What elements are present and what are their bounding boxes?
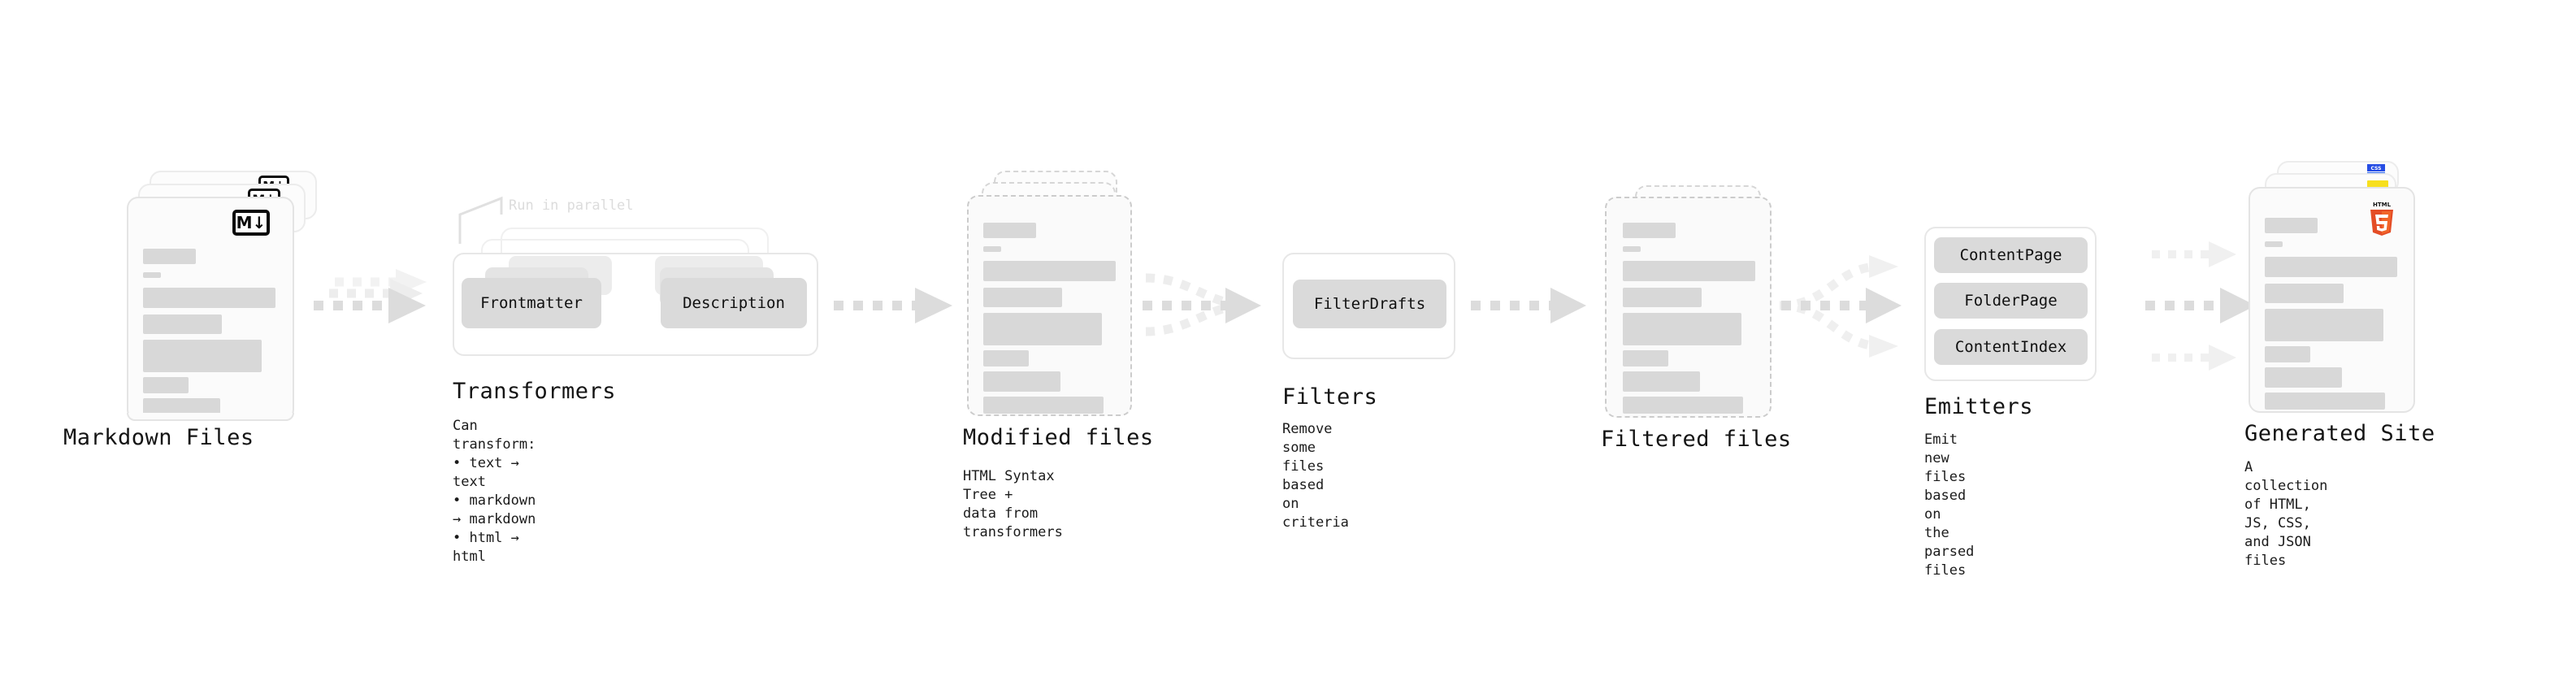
skeleton-bar bbox=[2265, 346, 2310, 362]
filters-pill-filterdrafts[interactable]: FilterDrafts bbox=[1293, 280, 1446, 328]
filtered-card-front bbox=[1605, 197, 1772, 418]
skeleton-bar bbox=[983, 371, 1060, 392]
arrow-markdown-to-transformers bbox=[314, 269, 427, 323]
skeleton-bar bbox=[1623, 397, 1743, 414]
skeleton-bar bbox=[1623, 261, 1755, 281]
skeleton-bar bbox=[983, 288, 1062, 307]
run-in-parallel-bracket bbox=[458, 196, 503, 244]
skeleton-bar bbox=[143, 340, 262, 372]
skeleton-bar bbox=[983, 261, 1116, 281]
skeleton-bar bbox=[1623, 246, 1641, 252]
stage-desc-emitters: Emit new files based on the parsed files bbox=[1924, 432, 1975, 579]
stage-title-generated-site: Generated Site bbox=[2244, 421, 2435, 446]
skeleton-bar bbox=[983, 397, 1104, 414]
arrow-modified-to-filters bbox=[1143, 273, 1261, 336]
markdown-card-front-lower bbox=[127, 413, 294, 421]
markdown-icon: M↓ bbox=[232, 210, 270, 236]
generated-card-front: HTML bbox=[2249, 187, 2415, 413]
skeleton-bar bbox=[983, 350, 1029, 367]
svg-text:CSS: CSS bbox=[2371, 166, 2382, 171]
stage-desc-filters: Remove some files based on criteria bbox=[1282, 421, 1349, 531]
transformer-pill-description[interactable]: Description bbox=[661, 278, 807, 328]
stage-title-modified-files: Modified files bbox=[963, 425, 1154, 450]
skeleton-bar bbox=[2265, 218, 2318, 233]
stage-title-markdown-files: Markdown Files bbox=[63, 425, 254, 450]
skeleton-bar bbox=[2265, 241, 2283, 247]
skeleton-bar bbox=[983, 223, 1036, 238]
skeleton-bar bbox=[143, 377, 189, 393]
modified-card-front bbox=[967, 195, 1132, 416]
skeleton-bar bbox=[143, 288, 275, 308]
arrow-filters-to-filtered bbox=[1471, 288, 1586, 323]
emitters-pill-folderpage[interactable]: FolderPage bbox=[1934, 283, 2088, 319]
stage-title-emitters: Emitters bbox=[1924, 394, 2034, 419]
skeleton-bar bbox=[1623, 288, 1702, 307]
emitters-pill-contentindex[interactable]: ContentIndex bbox=[1934, 329, 2088, 365]
arrow-emitters-to-site bbox=[2145, 241, 2256, 371]
arrow-transformers-to-modified bbox=[834, 288, 952, 323]
skeleton-bar bbox=[983, 246, 1001, 252]
emitters-pill-contentpage[interactable]: ContentPage bbox=[1934, 237, 2088, 273]
stage-desc-generated-site: A collection of HTML, JS, CSS, and JSON … bbox=[2244, 459, 2328, 569]
transformer-pill-frontmatter[interactable]: Frontmatter bbox=[462, 278, 601, 328]
stage-desc-modified-files: HTML Syntax Tree + data from transformer… bbox=[963, 468, 1063, 540]
arrow-filtered-to-emitters bbox=[1779, 255, 1902, 358]
svg-text:HTML: HTML bbox=[2373, 202, 2392, 208]
skeleton-bar bbox=[2265, 284, 2344, 303]
skeleton-bar bbox=[2265, 309, 2383, 341]
skeleton-bar bbox=[983, 313, 1102, 345]
stage-desc-transformers: Can transform: • text → text • markdown … bbox=[453, 418, 536, 565]
skeleton-bar bbox=[1623, 371, 1700, 392]
skeleton-bar bbox=[1623, 350, 1668, 367]
stage-title-filtered-files: Filtered files bbox=[1601, 427, 1792, 452]
run-in-parallel-label: Run in parallel bbox=[509, 197, 634, 214]
html5-icon: HTML bbox=[2367, 200, 2396, 236]
skeleton-bar bbox=[1623, 313, 1741, 345]
skeleton-bar bbox=[2265, 367, 2342, 388]
stage-title-filters: Filters bbox=[1282, 384, 1378, 410]
stage-title-transformers: Transformers bbox=[453, 379, 617, 404]
skeleton-bar bbox=[2265, 257, 2397, 277]
skeleton-bar bbox=[143, 249, 196, 264]
skeleton-bar bbox=[1623, 223, 1676, 238]
skeleton-bar bbox=[2265, 393, 2385, 410]
html5-icon-svg: HTML bbox=[2370, 202, 2393, 236]
skeleton-bar bbox=[143, 272, 161, 278]
markdown-card-front: M↓ bbox=[127, 197, 294, 421]
skeleton-bar bbox=[143, 314, 222, 334]
